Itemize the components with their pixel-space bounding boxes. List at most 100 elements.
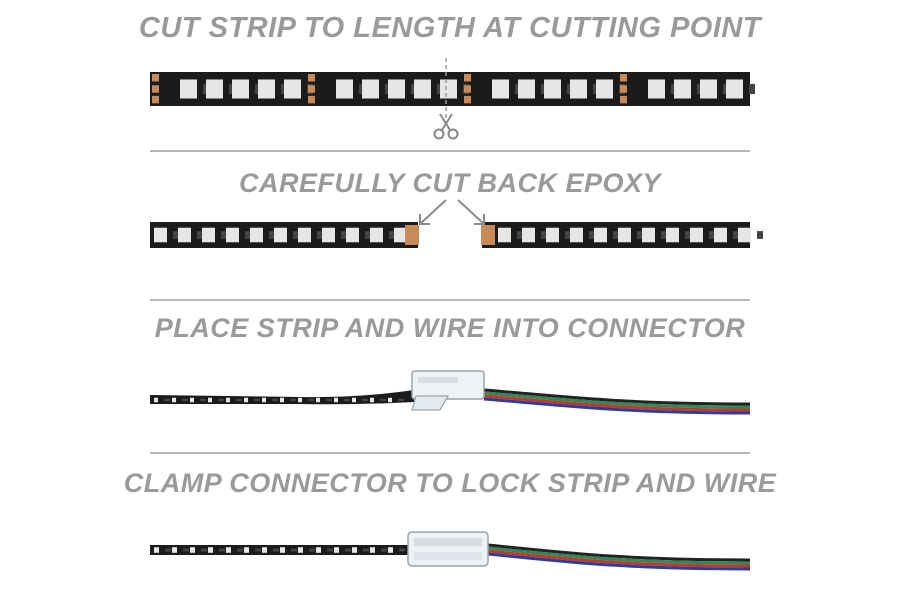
resistor [541, 231, 547, 239]
led-chip [346, 227, 359, 243]
led-chip [388, 79, 405, 99]
led-chip [362, 79, 379, 99]
resistor [165, 548, 171, 552]
step-2-heading: CAREFULLY CUT BACK EPOXY [238, 168, 662, 198]
resistor [290, 398, 296, 402]
resistor [197, 231, 203, 239]
resistor [380, 398, 386, 402]
led-chip [414, 79, 431, 99]
led-chip [298, 397, 302, 403]
resistor [182, 398, 188, 402]
resistor [245, 231, 251, 239]
divider-2 [150, 299, 750, 301]
resistor [565, 231, 571, 239]
led-strip-left-piece [150, 222, 419, 248]
rgb-wire-clamped [487, 543, 751, 571]
led-chip [284, 79, 301, 99]
led-chip [154, 547, 159, 553]
led-chip [594, 227, 607, 243]
step-3-heading: PLACE STRIP AND WIRE INTO CONNECTOR [154, 313, 746, 343]
scissors-icon [433, 113, 459, 140]
led-chip [570, 227, 583, 243]
led-chip [206, 79, 223, 99]
resistor [255, 548, 261, 552]
resistor [327, 548, 333, 552]
led-chip [322, 227, 335, 243]
led-chip [544, 79, 561, 99]
led-chip [190, 397, 194, 403]
resistor [341, 231, 347, 239]
led-chip [394, 227, 407, 243]
resistor [183, 548, 189, 552]
copper-pad [308, 85, 315, 93]
copper-pad [152, 85, 159, 93]
resistor [363, 548, 369, 552]
led-chip [352, 397, 356, 403]
led-chip [690, 227, 703, 243]
led-chip [226, 547, 231, 553]
led-chip [666, 227, 679, 243]
led-chip [726, 79, 743, 99]
copper-pad [464, 85, 471, 93]
led-chip [262, 547, 267, 553]
step-1-heading: CUT STRIP TO LENGTH AT CUTTING POINT [138, 12, 762, 44]
resistor [381, 548, 387, 552]
resistor [164, 398, 170, 402]
led-strip-full [150, 58, 755, 124]
resistor [254, 398, 260, 402]
led-chip [316, 397, 320, 403]
resistor [317, 231, 323, 239]
led-chip [226, 227, 239, 243]
led-chip [280, 397, 284, 403]
resistor [757, 231, 763, 239]
resistor [398, 398, 404, 402]
led-chip [154, 227, 167, 243]
led-chip [280, 547, 285, 553]
resistor [309, 548, 315, 552]
resistor [221, 231, 227, 239]
step-4-heading: CLAMP CONNECTOR TO LOCK STRIP AND WIRE [123, 468, 777, 498]
led-chip [226, 397, 230, 403]
led-chip [232, 79, 249, 99]
resistor [365, 231, 371, 239]
led-chip [244, 547, 249, 553]
led-chip [172, 397, 176, 403]
led-chip [208, 547, 213, 553]
led-chip [570, 79, 587, 99]
resistor [272, 398, 278, 402]
resistor [201, 548, 207, 552]
connector-clamped [407, 531, 489, 567]
led-strip-narrow-clamped [150, 545, 412, 555]
copper-pad [464, 74, 471, 82]
led-chip [154, 397, 158, 403]
led-chip [298, 227, 311, 243]
resistor [345, 548, 351, 552]
led-chip [522, 227, 535, 243]
resistor [269, 231, 275, 239]
resistor [237, 548, 243, 552]
led-chip [262, 397, 266, 403]
resistor [219, 548, 225, 552]
led-chip [258, 79, 275, 99]
resistor [293, 231, 299, 239]
led-chip [334, 397, 338, 403]
resistor [661, 231, 667, 239]
led-chip [172, 547, 177, 553]
led-chip [440, 79, 457, 99]
copper-pad [308, 95, 315, 104]
copper-pad [620, 85, 627, 93]
arrow-icon [419, 199, 447, 225]
resistor [733, 231, 739, 239]
led-strip-right-piece [481, 222, 763, 248]
resistor [218, 398, 224, 402]
resistor [685, 231, 691, 239]
divider-1 [150, 150, 750, 152]
led-chip [370, 397, 374, 403]
copper-pad [152, 74, 159, 82]
led-chip [334, 547, 339, 553]
resistor [326, 398, 332, 402]
copper-pad [152, 95, 159, 104]
rgb-wire [483, 388, 751, 415]
led-chip [546, 227, 559, 243]
